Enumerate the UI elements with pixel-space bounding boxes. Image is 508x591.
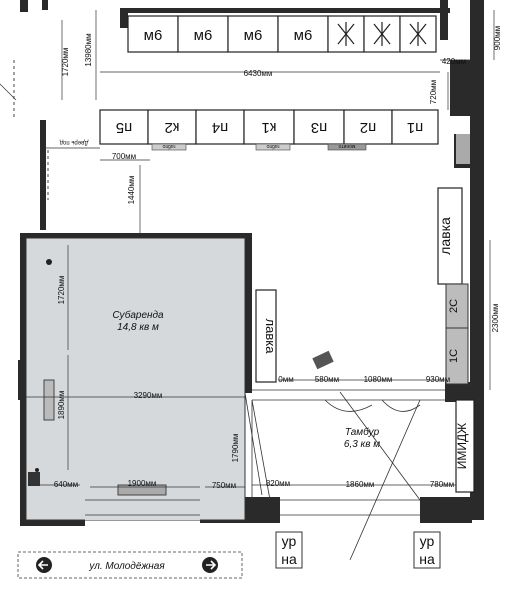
urn-right-line2: на	[419, 551, 435, 567]
bench-image-box	[455, 399, 475, 493]
dim-1900: 1900мм	[128, 479, 157, 488]
dim-580: 580мм	[315, 375, 339, 384]
stray-line	[0, 83, 17, 101]
urn-right: ур на	[413, 531, 441, 569]
tambur-name: Тамбур	[345, 426, 380, 438]
urn-left-line1: ур	[282, 533, 297, 549]
door-swing	[244, 392, 263, 496]
subarenda-name: Субаренда	[112, 309, 164, 321]
tag-3: монито	[338, 143, 355, 149]
dim-700: 700мм	[112, 152, 136, 161]
bench-center: лавка	[263, 319, 278, 355]
dim-2300: 2300мм	[491, 304, 500, 333]
tambur-area: 6,3 кв м	[344, 439, 380, 450]
top-cabinet-1: м6	[144, 27, 163, 44]
dim-780: 780мм	[430, 480, 454, 489]
urn-right-line1: ур	[420, 533, 435, 549]
dim-900: 900мм	[493, 26, 502, 50]
street-banner: ул. Молодёжная	[17, 551, 243, 579]
urn-left-line2: на	[281, 551, 297, 567]
dim-750: 750мм	[212, 481, 236, 490]
star-icon	[373, 22, 391, 46]
lower-cabinet-3: п4	[212, 119, 228, 136]
left-dashes	[13, 60, 49, 200]
bench-1c: 1С	[448, 349, 460, 363]
dim-0: 0мм	[278, 375, 293, 384]
dim-1790: 1790мм	[231, 434, 240, 463]
dim-640: 640мм	[54, 480, 78, 489]
dim-1890: 1890мм	[57, 391, 66, 420]
dim-6430: 6430мм	[244, 69, 273, 78]
bench-center-box	[255, 289, 277, 383]
star-icon	[409, 22, 427, 46]
dim-1440: 1440мм	[127, 176, 136, 205]
bench-gray-top	[456, 134, 470, 164]
tag-box	[255, 143, 291, 151]
top-cabinet-row: м6 м6 м6 м6	[127, 15, 437, 53]
dimension-lines	[26, 10, 495, 500]
subarenda-area: 14,8 кв м	[117, 322, 159, 333]
lower-cabinet-2: к2	[165, 119, 180, 136]
tag-2: габло	[266, 143, 279, 149]
bench-right-box	[437, 187, 463, 285]
small-device	[312, 350, 334, 370]
dim-1860: 1860мм	[346, 480, 375, 489]
bench-image: ИМИДЖ	[455, 423, 469, 469]
star-icon	[337, 22, 355, 46]
column-bottom	[28, 472, 40, 486]
street-name: ул. Молодёжная	[88, 561, 165, 572]
tag-box	[151, 143, 187, 151]
dim-1720-top: 1720мм	[61, 48, 70, 77]
post-dot-2	[35, 468, 39, 472]
urn-left: ур на	[275, 531, 303, 569]
tag-box	[327, 143, 367, 151]
counter-bottom	[117, 484, 167, 496]
bench-right: лавка	[437, 217, 453, 255]
bench-2c: 2С	[448, 299, 460, 313]
lower-cabinet-4: к1	[262, 119, 277, 136]
tag-1: габло	[162, 143, 175, 149]
lower-cabinet-row: п5 к2 п4 к1 п3 п2 п1	[99, 109, 439, 145]
tambur-room	[251, 389, 445, 561]
bottom-rails	[85, 499, 420, 516]
cabinet-left	[43, 379, 55, 421]
dim-13980: 13980мм	[84, 33, 93, 66]
top-cabinet-4: м6	[294, 27, 313, 44]
top-cabinet-3: м6	[244, 27, 263, 44]
dim-720: 720мм	[429, 80, 438, 104]
subarenda-room	[25, 237, 246, 521]
lower-cabinet-1: п5	[116, 119, 132, 136]
dim-820: 820мм	[266, 479, 290, 488]
dim-930: 930мм	[426, 375, 450, 384]
dim-1720-left: 1720мм	[57, 276, 66, 305]
door-label: Дверь под	[59, 139, 88, 145]
bench-1c-box	[445, 327, 469, 385]
top-cabinet-2: м6	[194, 27, 213, 44]
post-dot	[46, 259, 52, 265]
lower-cabinet-7: п1	[407, 119, 423, 136]
lower-cabinet-6: п2	[360, 119, 376, 136]
lower-cabinet-5: п3	[311, 119, 327, 136]
dim-1080: 1080мм	[364, 375, 393, 384]
dim-3290: 3290мм	[134, 391, 163, 400]
dim-420: 420мм	[442, 57, 466, 66]
